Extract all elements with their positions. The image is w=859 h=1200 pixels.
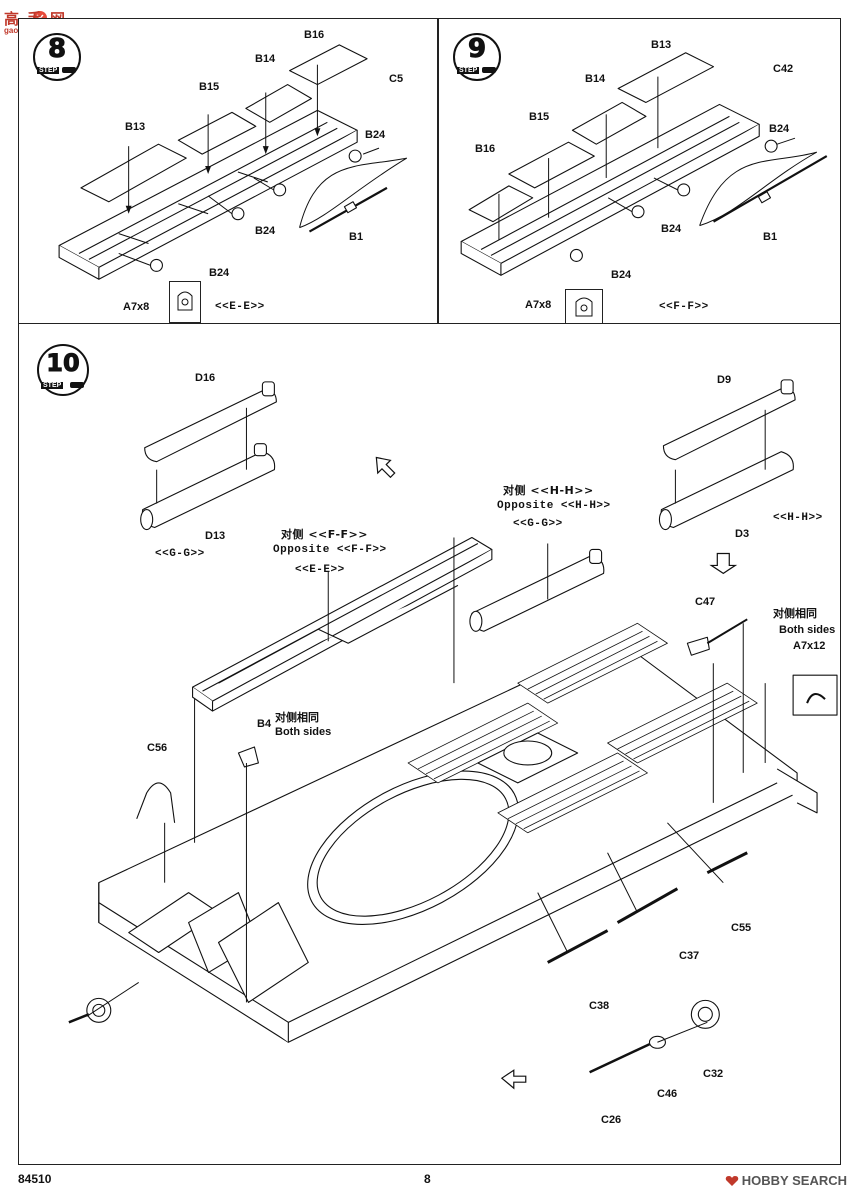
step-8-word: STEP	[37, 67, 60, 74]
part-label: B24	[365, 129, 386, 141]
part-label-C55: C55	[731, 922, 752, 934]
detail-inset	[565, 289, 603, 325]
detail-inset	[169, 281, 201, 323]
part-label: B14	[585, 73, 606, 85]
part-label: B14	[255, 53, 276, 65]
part-label: B13	[125, 121, 146, 133]
part-label: B1	[763, 231, 778, 243]
section-ref: <<F-F>>	[659, 301, 709, 313]
step-9-word: STEP	[457, 67, 480, 74]
part-label: B13	[651, 39, 672, 51]
step-8-badge: 8 STEP	[33, 33, 81, 81]
both-sides-en-2: Both sides	[779, 624, 836, 636]
part-label-D3: D3	[735, 528, 750, 540]
section-ref-hh-right: <<H-H>>	[773, 512, 823, 524]
part-label-C37: C37	[679, 950, 700, 962]
heart-icon	[725, 1175, 738, 1186]
part-label-A7x12: A7x12	[793, 640, 826, 652]
part-label-C26: C26	[601, 1114, 622, 1126]
watermark-text: HOBBY SEARCH	[741, 1173, 847, 1188]
step-10-number: 10	[46, 349, 80, 378]
part-label: B24	[611, 269, 632, 281]
step-9-number: 9	[467, 34, 487, 65]
both-sides-en-1: Both sides	[275, 726, 332, 738]
part-label: C5	[389, 73, 404, 85]
step-10-drawing	[68, 379, 838, 1090]
opposite-en-1: Opposite <<F-F>>	[273, 544, 387, 556]
step-8-number: 8	[47, 34, 67, 65]
section-ref: <<E-E>>	[215, 301, 265, 313]
step-10-badge: 10 STEP	[37, 344, 89, 396]
opposite-cn-1: 对侧 <<F-F>>	[281, 528, 368, 541]
part-label-C46: C46	[657, 1088, 678, 1100]
part-label: B1	[349, 231, 364, 243]
watermark: HOBBY SEARCH	[725, 1173, 847, 1188]
part-label-C47: C47	[695, 596, 716, 608]
part-label: B24	[209, 267, 230, 279]
part-label-D13: D13	[205, 530, 226, 542]
part-label-C32: C32	[703, 1068, 724, 1080]
part-label: B24	[661, 223, 682, 235]
part-label-D9: D9	[717, 374, 732, 386]
part-label: B16	[304, 29, 325, 41]
step-8-panel: 8 STEP	[18, 18, 438, 324]
tank-icon	[482, 67, 496, 73]
step-10-panel: 10 STEP	[18, 323, 841, 1165]
part-label-C38: C38	[589, 1000, 610, 1012]
page-number: 8	[424, 1172, 431, 1186]
both-sides-cn-1: 对侧相同	[275, 711, 319, 724]
part-label: A7x8	[525, 299, 552, 311]
tank-icon	[62, 67, 76, 73]
step-9-badge: 9 STEP	[453, 33, 501, 81]
step-10-word: STEP	[41, 382, 64, 389]
section-ref-ee: <<E-E>>	[295, 564, 345, 576]
section-ref-gg-mid: <<G-G>>	[513, 518, 563, 530]
part-label-C56: C56	[147, 742, 168, 754]
part-label: B24	[255, 225, 276, 237]
part-label: B24	[769, 123, 790, 135]
part-label-B4: B4	[257, 718, 272, 730]
section-ref-gg-left: <<G-G>>	[155, 548, 205, 560]
step-9-panel: 9 STEP	[438, 18, 841, 325]
part-label: C42	[773, 63, 794, 75]
part-label: A7x8	[123, 301, 150, 313]
part-label-D16: D16	[195, 372, 216, 384]
part-label: B15	[199, 81, 220, 93]
part-label: B15	[529, 111, 550, 123]
step-9-drawing	[460, 52, 828, 276]
tank-icon	[70, 382, 84, 388]
part-label: B16	[475, 143, 496, 155]
step-8-drawing	[58, 44, 408, 280]
opposite-en-2: Opposite <<H-H>>	[497, 500, 611, 512]
opposite-cn-2: 对侧 <<H-H>>	[503, 484, 594, 497]
both-sides-cn-2: 对侧相同	[773, 607, 817, 620]
kit-number: 84510	[18, 1172, 52, 1186]
